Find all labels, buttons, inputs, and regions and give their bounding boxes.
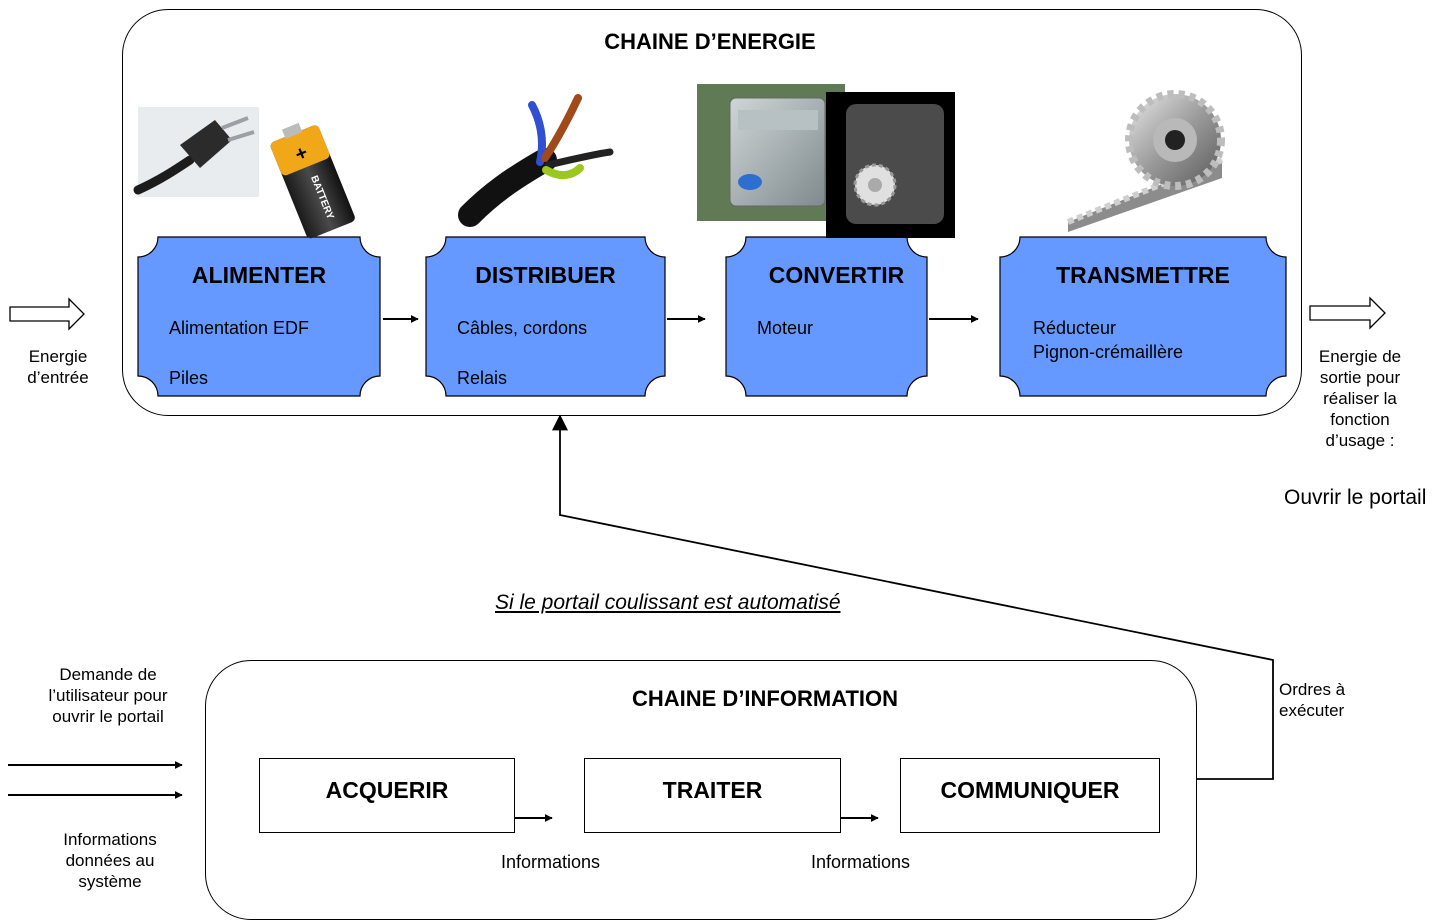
alimenter-line1: Alimentation EDF [169,318,310,338]
block-transmettre [999,236,1287,397]
flow-label-informations-1: Informations [501,852,601,872]
block-convertir [725,236,928,397]
distribuer-line2: Relais [457,368,508,388]
output-hollow-arrow [1309,296,1386,330]
convertir-line1: Moteur [757,318,814,338]
orders-feedback-line [552,414,1274,780]
plug-image [133,107,259,197]
usage-function-label: Ouvrir le portail [1284,486,1427,509]
flow-label-informations-2: Informations [811,852,911,872]
alimenter-line2: Piles [169,368,209,388]
gear-rack-image [1066,90,1225,232]
traiter-title: TRAITER [662,777,763,803]
convertir-title: CONVERTIR [768,262,905,288]
communiquer-title: COMMUNIQUER [940,777,1120,803]
user-request-label: Demande de l’utilisateur pour ouvrir le … [48,665,168,726]
alimenter-title: ALIMENTER [191,262,327,288]
output-energy-label: Energie de sortie pour réaliser la fonct… [1318,347,1402,450]
transmettre-line1: Réducteur [1033,318,1117,338]
motor-gear-photo [826,92,955,238]
system-info-label: Informations données au système [63,830,157,891]
energy-chain-title: CHAINE D’ENERGIE [604,29,816,54]
block-distribuer [425,236,666,397]
motor-photo [697,84,845,221]
cable-image [458,94,614,227]
input-energy-label: Energie d’entrée [27,347,89,387]
automation-caption: Si le portail coulissant est automatisé [495,591,841,614]
input-hollow-arrow [9,297,85,331]
battery-image: + BATTERY [270,122,355,239]
transmettre-line2: Pignon-crémaillère [1033,342,1184,362]
block-acquerir: ACQUERIR [259,758,515,833]
block-alimenter [137,236,381,397]
block-communiquer: COMMUNIQUER [900,758,1160,833]
info-chain-title: CHAINE D’INFORMATION [631,686,899,711]
acquerir-title: ACQUERIR [325,777,449,803]
orders-label: Ordres à exécuter [1279,680,1346,720]
transmettre-title: TRANSMETTRE [1056,262,1230,288]
distribuer-line1: Câbles, cordons [457,318,588,338]
distribuer-title: DISTRIBUER [475,262,616,288]
block-traiter: TRAITER [584,758,841,833]
